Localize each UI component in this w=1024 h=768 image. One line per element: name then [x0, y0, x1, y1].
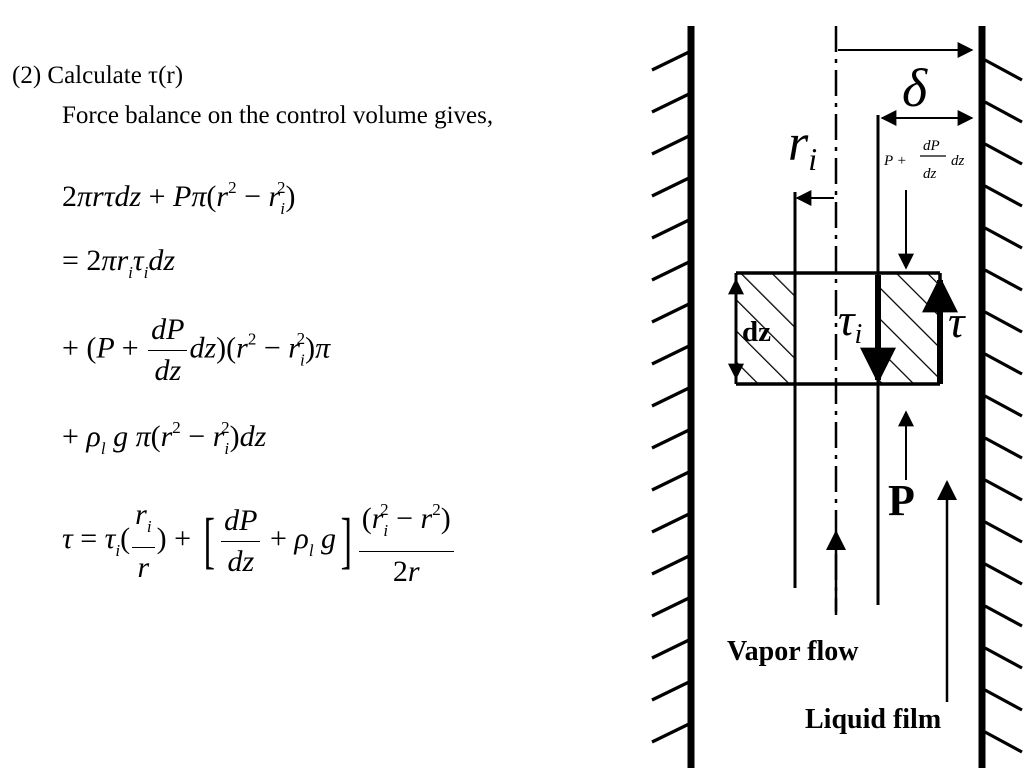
fraction-ri2-r2-over-2r: (ri2 − r2)2r: [358, 490, 454, 592]
svg-text:dz: dz: [951, 153, 965, 169]
slide-heading: (2) Calculate τ(r): [12, 62, 184, 89]
delta-label: δ: [902, 58, 928, 118]
slide-subheading: Force balance on the control volume give…: [62, 102, 494, 129]
svg-text:P +: P +: [883, 153, 907, 169]
liquid-film-label: Liquid film: [805, 704, 941, 735]
equation-line-1: 2πrτdz + Pπ(r2 − ri2): [62, 178, 296, 218]
svg-text:dP: dP: [923, 138, 940, 154]
pressure-top-label: P + dP dz dz: [883, 138, 965, 182]
dz-label: dz: [742, 316, 771, 348]
ri-label: ri: [788, 115, 817, 177]
equation-line-4: + ρl g π(r2 − ri2)dz: [62, 418, 267, 458]
p-label: P: [888, 476, 915, 525]
tau-label: τ: [948, 296, 966, 347]
svg-text:dz: dz: [923, 166, 937, 182]
vapor-flow-label: Vapor flow: [727, 636, 859, 667]
right-wall: [978, 26, 1023, 768]
left-wall: [651, 26, 695, 768]
tau-i-label: τi: [838, 294, 862, 350]
equation-line-2: = 2πriτidz: [62, 244, 176, 282]
